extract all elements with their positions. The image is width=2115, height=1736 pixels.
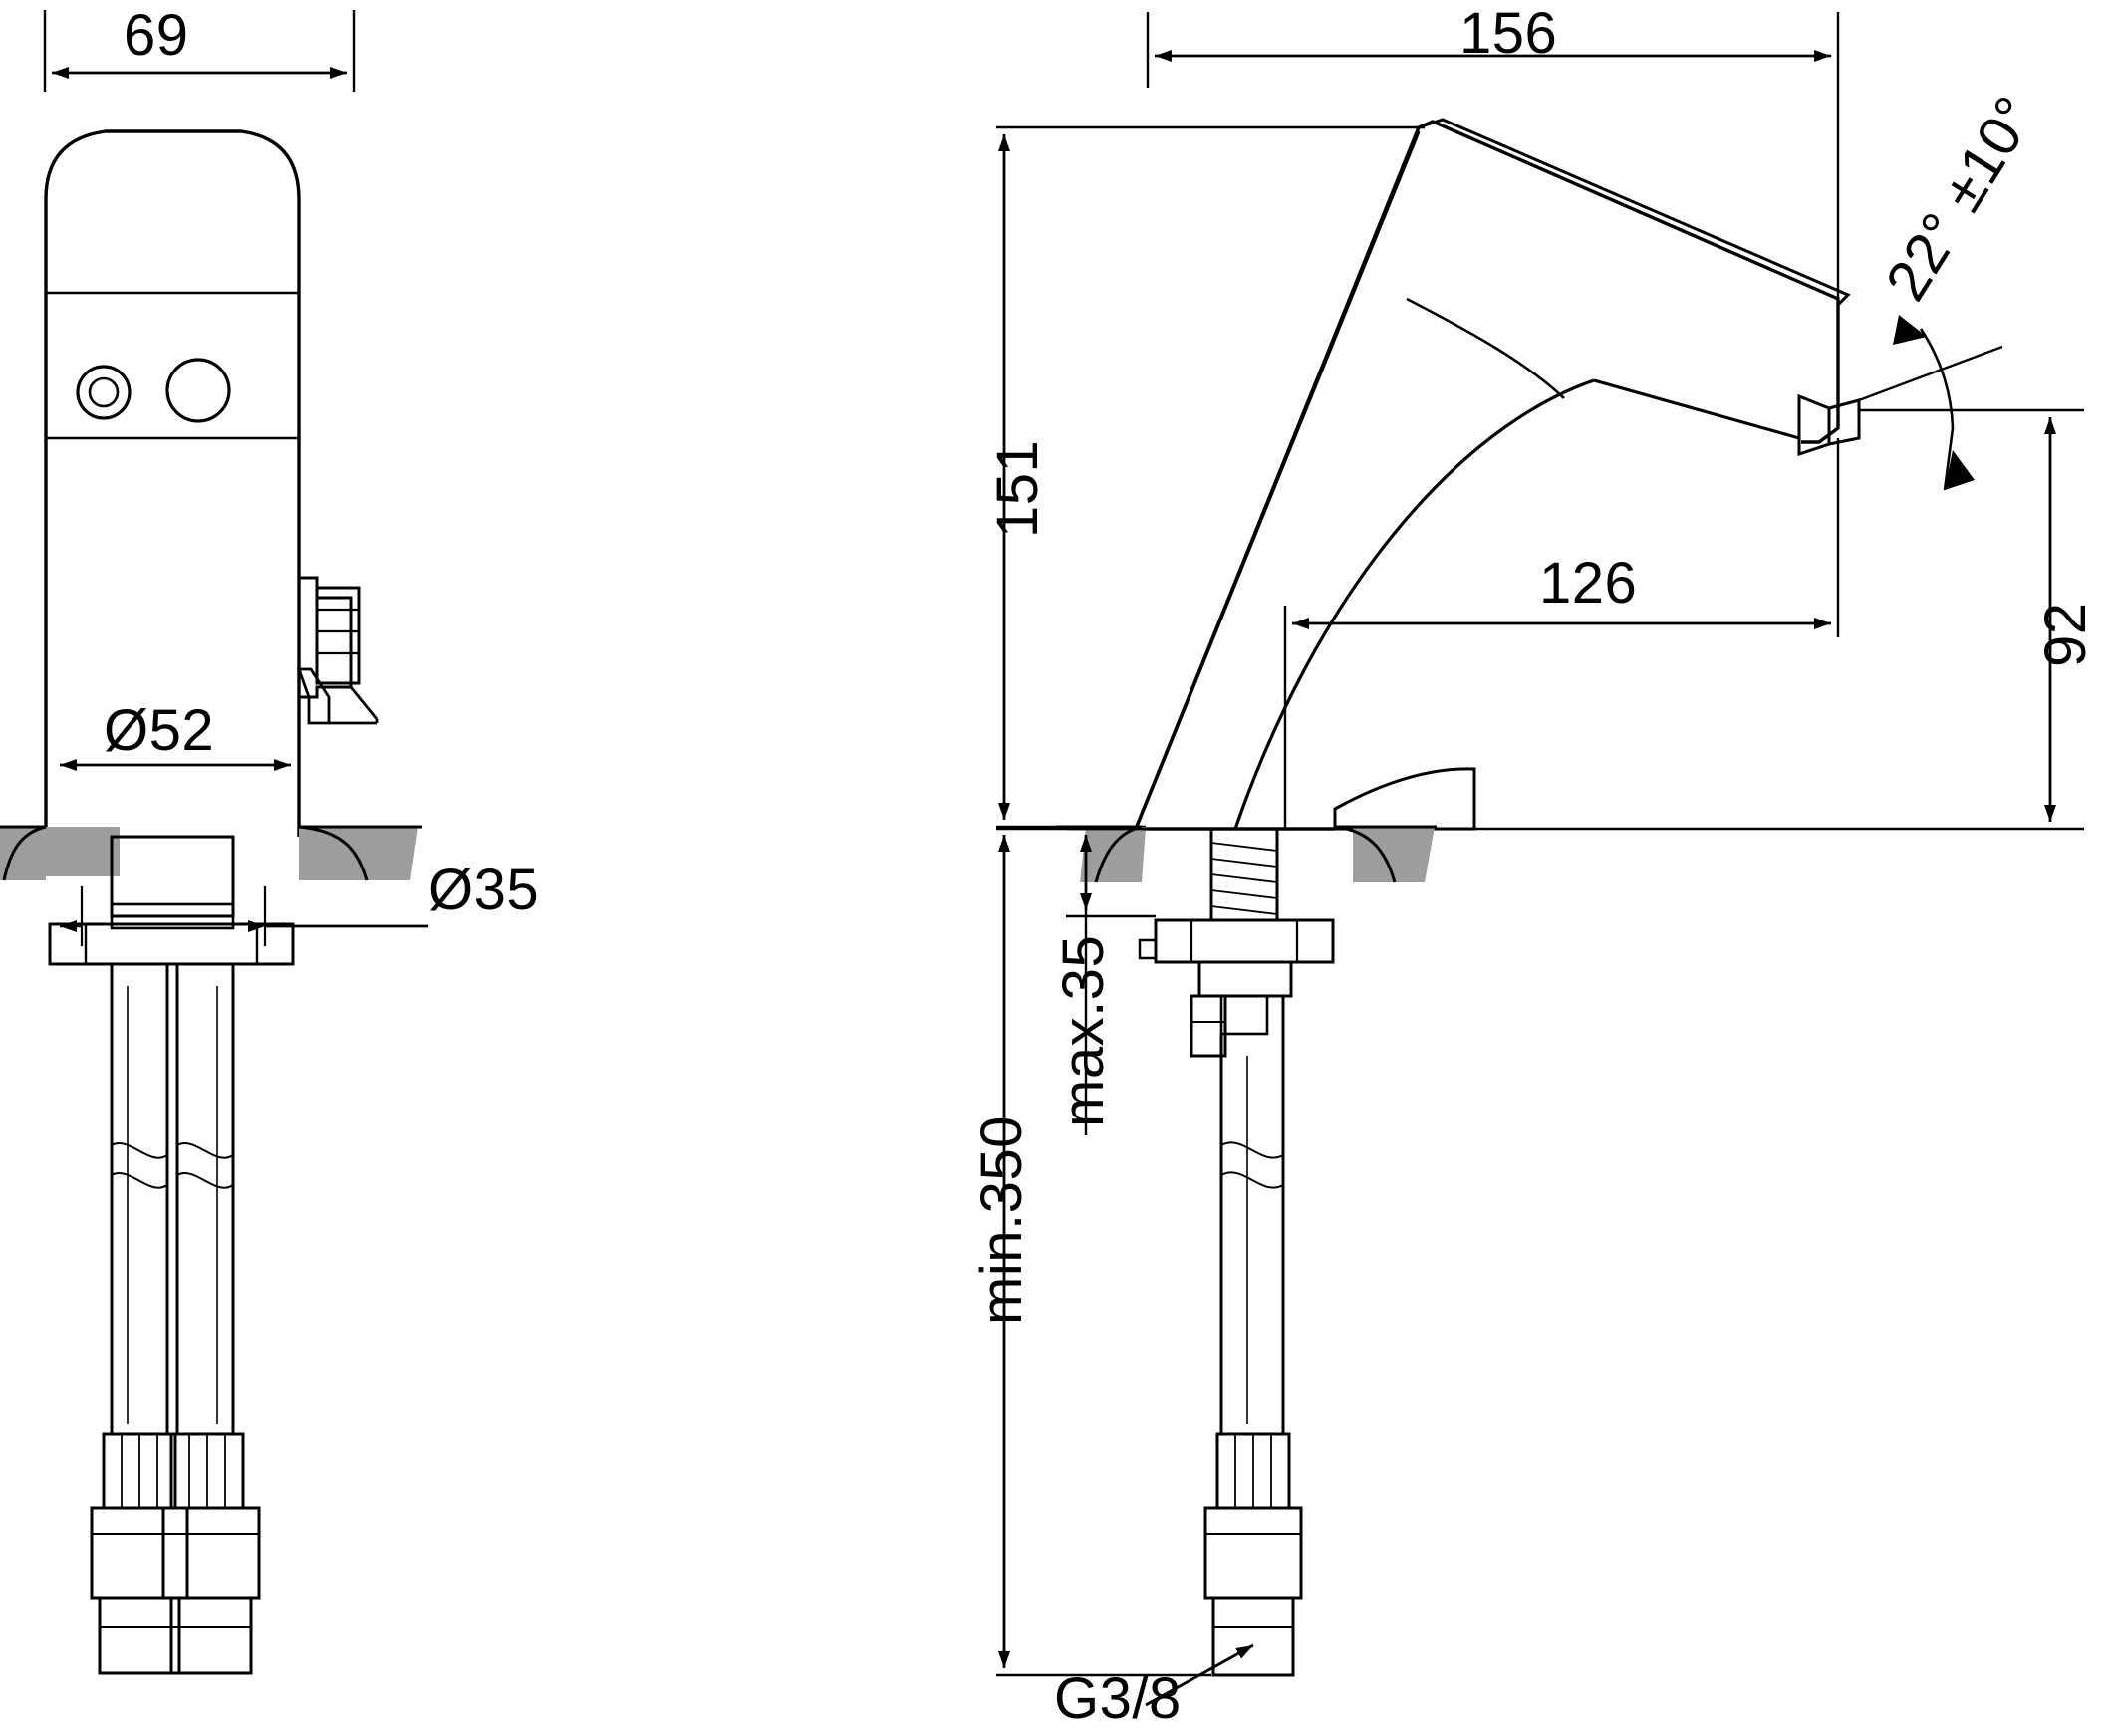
label-front-hole-diameter: Ø35: [428, 858, 540, 922]
side-threaded-shank: [1138, 827, 1335, 1058]
label-thread-g38: G3/8: [1054, 1666, 1182, 1731]
front-body-outline: [44, 129, 301, 837]
label-side-max-thickness: max.35: [1051, 934, 1116, 1127]
dim-side-92: [1435, 408, 2084, 831]
label-front-diameter: Ø52: [104, 698, 215, 763]
side-hose-fitting: [1203, 1432, 1303, 1677]
dim-side-151: [996, 125, 1425, 829]
dim-side-126: [1283, 438, 1840, 829]
label-front-width: 69: [124, 3, 189, 68]
dim-side-angle: [1858, 315, 2003, 491]
side-hose: [1219, 996, 1285, 1434]
dim-front-hole-35: [60, 886, 428, 946]
front-hose-fittings: [90, 1432, 261, 1675]
label-side-min-hose: min.350: [969, 1116, 1034, 1325]
dim-side-156: [1146, 12, 1840, 299]
front-counter-surface: [0, 825, 422, 881]
side-counter-surface: [1056, 825, 1437, 883]
leader-g38: [1145, 1643, 1254, 1707]
label-side-reach: 126: [1539, 551, 1638, 616]
dim-front-width-69: [43, 10, 356, 92]
label-side-outlet-height: 92: [2033, 602, 2098, 667]
front-hoses: [110, 964, 235, 1434]
label-side-height: 151: [985, 439, 1050, 538]
label-side-length: 156: [1459, 1, 1558, 66]
dim-side-min350: [996, 827, 1211, 1677]
side-body-outline: [1134, 118, 1861, 831]
front-side-knob: [297, 576, 379, 725]
